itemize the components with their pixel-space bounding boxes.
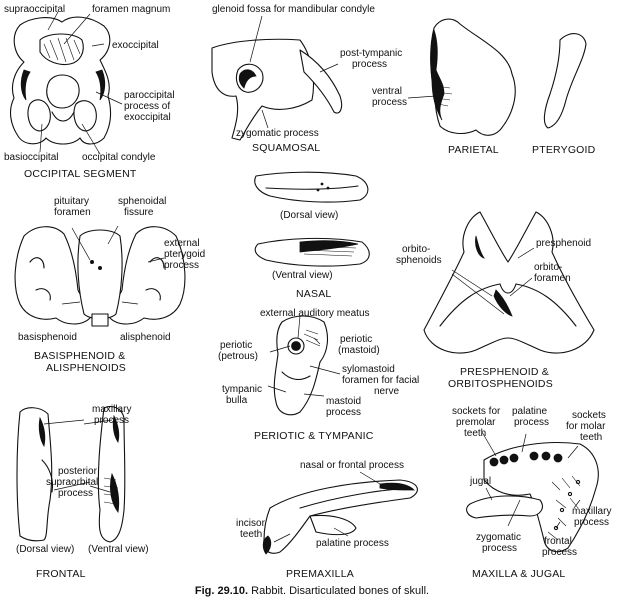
label-occipital-condyle: occipital condyle xyxy=(82,152,156,163)
label-palatine-process-maxilla-1: palatine xyxy=(512,406,548,417)
label-posterior-supraorbital-2: supraorbital xyxy=(46,477,99,488)
label-orbitosphenoids-2: sphenoids xyxy=(396,255,442,266)
title-presphenoid-2: ORBITOSPHENOIDS xyxy=(448,378,553,390)
label-external-pterygoid-2: pterygoid xyxy=(164,249,206,260)
title-maxilla-jugal: MAXILLA & JUGAL xyxy=(472,568,566,580)
label-incisor-teeth-1: incisor xyxy=(236,518,265,529)
label-posterior-supraorbital-3: process xyxy=(58,488,94,499)
title-frontal: FRONTAL xyxy=(36,568,86,580)
label-external-pterygoid-3: process xyxy=(164,260,200,271)
figure-caption: Fig. 29.10. Rabbit. Disarticulated bones… xyxy=(0,584,624,598)
label-periotic-mastoid-2: (mastoid) xyxy=(338,345,380,356)
label-orbitoforamen-1: orbito- xyxy=(534,262,563,273)
label-ventral-process-2: process xyxy=(372,97,408,108)
label-external-pterygoid-1: external xyxy=(164,238,200,249)
frontal-drawing xyxy=(16,405,126,543)
label-periotic-mastoid-1: periotic xyxy=(340,334,373,345)
label-paroccipital-1: paroccipital xyxy=(124,90,175,101)
title-periotic-tympanic: PERIOTIC & TYMPANIC xyxy=(254,430,374,442)
label-zygomatic-process: zygomatic process xyxy=(236,128,319,139)
label-basisphenoid: basisphenoid xyxy=(18,332,77,343)
periotic-tympanic-drawing xyxy=(267,315,341,416)
squamosal-drawing xyxy=(211,15,343,141)
label-frontal-ventral-view: (Ventral view) xyxy=(88,544,149,555)
label-alisphenoid: alisphenoid xyxy=(120,332,171,343)
label-periotic-petrous-1: periotic xyxy=(220,340,253,351)
label-pituitary-2: foramen xyxy=(54,207,91,218)
label-periotic-petrous-2: (petrous) xyxy=(218,351,259,362)
label-presphenoid: presphenoid xyxy=(536,238,592,249)
label-sockets-molar-1: sockets xyxy=(572,410,606,421)
label-nasal-ventral-view: (Ventral view) xyxy=(272,270,333,281)
label-exoccipital: exoccipital xyxy=(112,40,159,51)
parietal-drawing xyxy=(407,18,516,136)
label-mastoid-process-2: process xyxy=(326,407,362,418)
label-frontal-dorsal-view: (Dorsal view) xyxy=(16,544,75,555)
label-posterior-supraorbital-1: posterior xyxy=(58,466,97,477)
label-sockets-premolar-3: teeth xyxy=(464,428,487,439)
label-mastoid-process-1: mastoid xyxy=(326,396,362,407)
label-zygomatic-process-maxilla-2: process xyxy=(482,543,518,554)
pterygoid-drawing xyxy=(543,33,587,129)
label-jugal: jugal xyxy=(470,476,492,487)
label-incisor-teeth-2: teeth xyxy=(240,529,263,540)
label-post-tympanic-1: post-tympanic xyxy=(340,48,403,59)
label-frontal-process-maxilla-2: process xyxy=(542,547,578,558)
label-orbitoforamen-2: foramen xyxy=(534,273,571,284)
label-stylomastoid-3: nerve xyxy=(374,386,400,397)
label-zygomatic-process-maxilla-1: zygomatic xyxy=(476,532,522,543)
label-maxillary-process-maxilla-2: process xyxy=(574,517,610,528)
label-palatine-process-maxilla-2: process xyxy=(514,417,550,428)
label-stylomastoid-1: sylomastoid xyxy=(342,364,395,375)
label-nasal-dorsal-view: (Dorsal view) xyxy=(280,210,339,221)
label-maxillary-process-1: maxillary xyxy=(92,404,132,415)
label-external-auditory-meatus: external auditory meatus xyxy=(260,308,370,319)
label-palatine-process: palatine process xyxy=(316,538,389,549)
label-paroccipital-3: exoccipital xyxy=(124,112,171,123)
title-squamosal: SQUAMOSAL xyxy=(252,142,321,154)
title-basisphenoid-2: ALISPHENOIDS xyxy=(46,362,127,374)
title-presphenoid-1: PRESPHENOID & xyxy=(460,366,549,378)
presphenoid-drawing xyxy=(423,211,595,354)
label-orbitosphenoids-1: orbito- xyxy=(402,244,431,255)
label-nasal-or-frontal-process: nasal or frontal process xyxy=(300,460,404,471)
label-tympanic-bulla-1: tympanic xyxy=(222,384,263,395)
basisphenoid-drawing xyxy=(14,225,186,327)
label-stylomastoid-2: foramen for facial xyxy=(342,375,420,386)
label-pituitary-1: pituitary xyxy=(54,196,90,207)
figure-number: Fig. 29.10. xyxy=(194,585,249,597)
label-foramen-magnum: foramen magnum xyxy=(92,4,171,15)
title-pterygoid: PTERYGOID xyxy=(532,144,596,156)
premaxilla-drawing xyxy=(262,471,418,555)
label-post-tympanic-2: process xyxy=(352,59,388,70)
title-premaxilla: PREMAXILLA xyxy=(286,568,354,580)
title-parietal: PARIETAL xyxy=(448,144,499,156)
label-sockets-molar-2: for molar xyxy=(566,421,606,432)
label-sphenoidal-1: sphenoidal xyxy=(118,196,167,207)
nasal-drawing xyxy=(254,171,370,267)
label-sockets-premolar-2: premolar xyxy=(456,417,496,428)
label-sockets-molar-3: teeth xyxy=(580,432,603,443)
label-sphenoidal-2: fissure xyxy=(124,207,154,218)
occipital-segment-drawing xyxy=(9,11,123,155)
label-frontal-process-maxilla-1: frontal xyxy=(544,536,572,547)
label-maxillary-process-maxilla-1: maxillary xyxy=(572,506,612,517)
label-glenoid-fossa: glenoid fossa for mandibular condyle xyxy=(212,4,375,15)
label-sockets-premolar-1: sockets for xyxy=(452,406,501,417)
label-maxillary-process-2: process xyxy=(94,415,130,426)
figure-caption-text: Rabbit. Disarticulated bones of skull. xyxy=(251,585,430,597)
title-occipital-segment: OCCIPITAL SEGMENT xyxy=(24,168,137,180)
title-nasal: NASAL xyxy=(296,288,332,300)
title-basisphenoid-1: BASISPHENOID & xyxy=(34,350,126,362)
label-tympanic-bulla-2: bulla xyxy=(226,395,248,406)
label-ventral-process-1: ventral xyxy=(372,86,403,97)
label-basioccipital: basioccipital xyxy=(4,152,59,163)
label-supraoccipital: supraoccipital xyxy=(4,4,66,15)
maxilla-jugal-drawing xyxy=(466,431,599,553)
label-paroccipital-2: process of xyxy=(124,101,171,112)
